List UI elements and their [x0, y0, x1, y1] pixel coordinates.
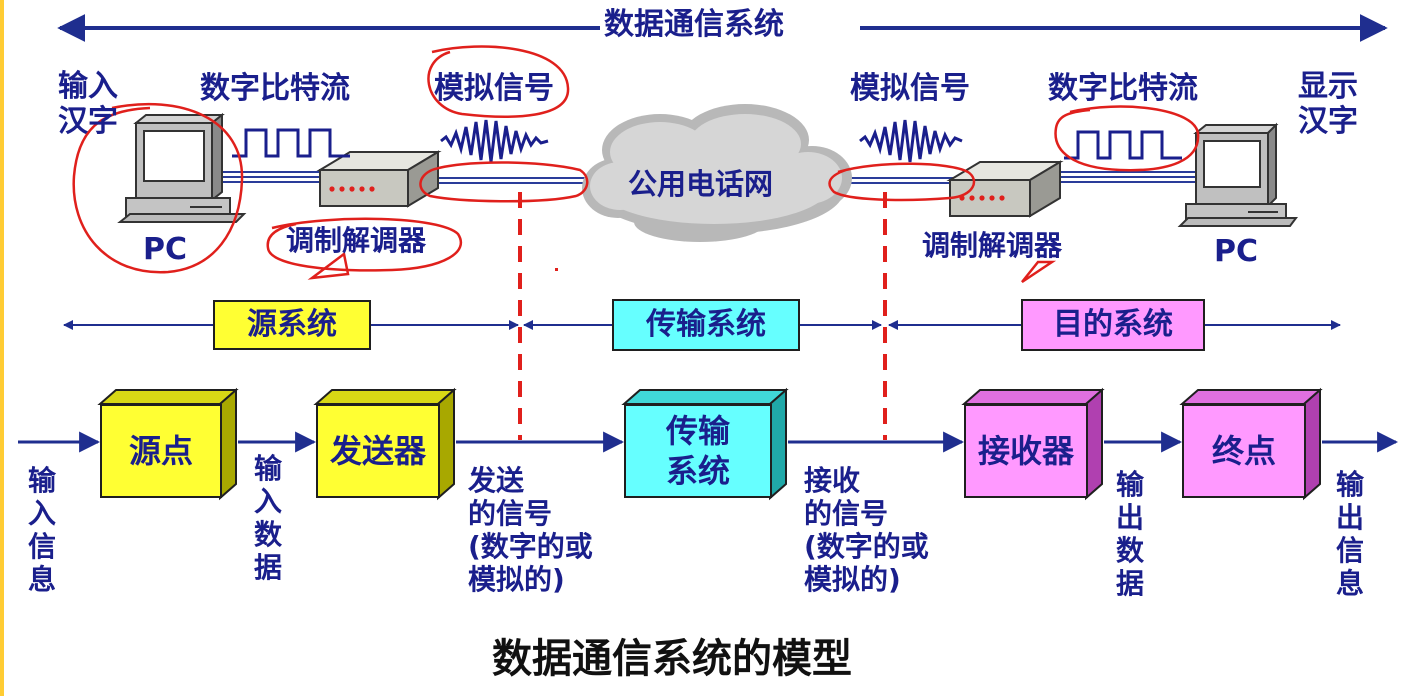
- right-modem-icon: [946, 160, 1064, 218]
- right-output-label: 显示 汉字: [1298, 69, 1358, 139]
- network-label: 公用电话网: [628, 167, 774, 201]
- left-analog-label: 模拟信号: [434, 71, 554, 106]
- left-pc-icon: [117, 112, 247, 223]
- source-system-box: 源系统: [213, 300, 371, 350]
- left-modem-icon: [316, 150, 442, 208]
- left-input-label: 输入 汉字: [58, 69, 118, 139]
- right-analog-label: 模拟信号: [850, 71, 970, 106]
- receiver-block: 接收器: [964, 404, 1088, 498]
- destination-system-box: 目的系统: [1021, 299, 1205, 351]
- diagram-caption: 数据通信系统的模型: [492, 636, 852, 682]
- received-signal-label: 接收 的信号 (数字的或 模拟的): [804, 464, 929, 597]
- left-edge-bar: [0, 0, 4, 696]
- system-title: 数据通信系统: [604, 7, 784, 42]
- left-analog-wave-icon: [440, 119, 549, 163]
- transmission-system-box: 传输系统: [612, 299, 800, 351]
- destination-block: 终点: [1182, 404, 1306, 498]
- left-digital-wave-icon: [232, 128, 350, 158]
- input-info-label: 输入信息: [27, 464, 56, 597]
- red-annotations: [72, 45, 1200, 284]
- right-analog-wave-icon: [859, 119, 963, 163]
- stray-dot: [555, 268, 558, 271]
- output-info-label: 输出信息: [1335, 468, 1364, 601]
- output-data-label: 输出数据: [1115, 468, 1144, 601]
- right-pc-icon: [1177, 122, 1298, 227]
- right-modem-label: 调制解调器: [922, 229, 1063, 262]
- left-modem-label: 调制解调器: [286, 224, 427, 257]
- transmitter-block: 发送器: [316, 404, 440, 498]
- sent-signal-label: 发送 的信号 (数字的或 模拟的): [468, 464, 593, 597]
- left-digital-label: 数字比特流: [200, 71, 350, 106]
- telephone-network-cloud-icon: [582, 104, 852, 242]
- right-digital-label: 数字比特流: [1048, 71, 1198, 106]
- transmission-block: 传输 系统: [624, 404, 772, 498]
- source-block: 源点: [100, 404, 222, 498]
- left-pc-label: PC: [143, 232, 188, 267]
- right-pc-label: PC: [1214, 234, 1259, 269]
- transmission-lines: [220, 171, 1200, 184]
- input-data-label: 输入数据: [253, 452, 282, 585]
- right-digital-wave-icon: [1064, 130, 1182, 160]
